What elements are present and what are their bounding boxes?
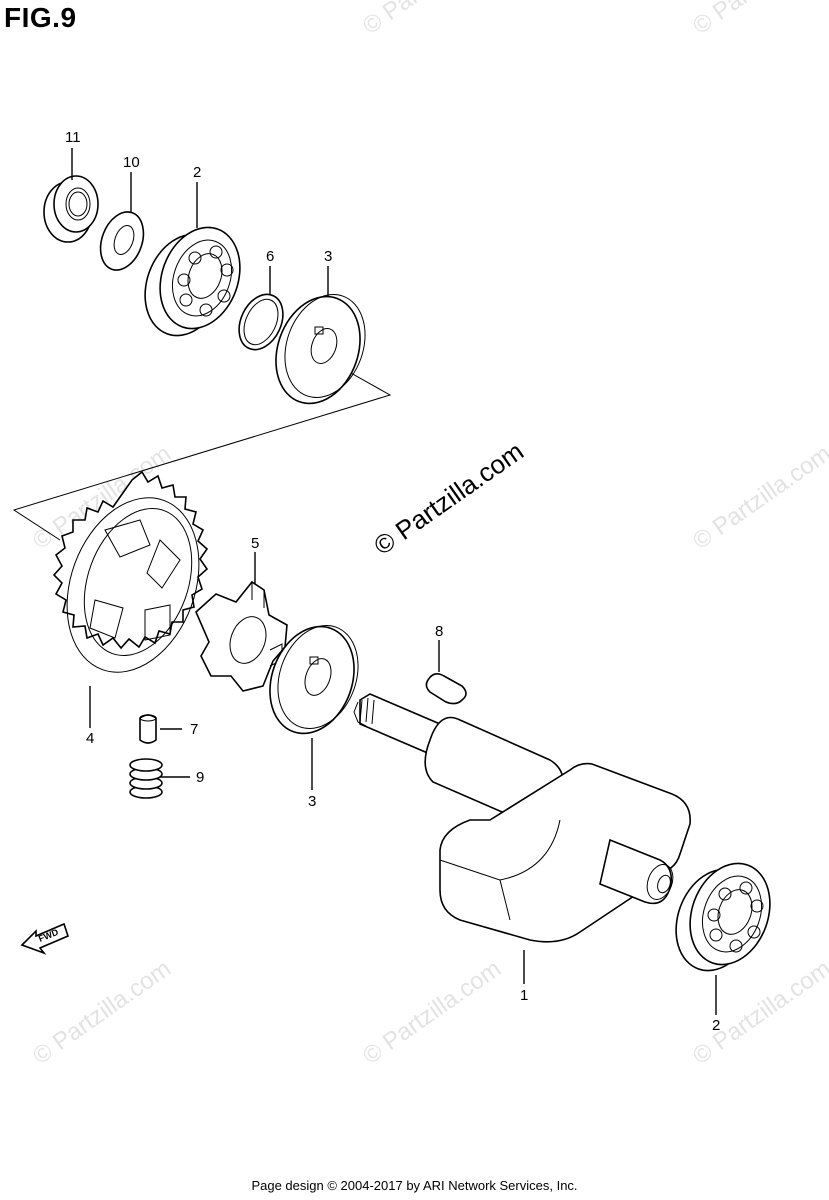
assembly-guide-lines (12, 367, 392, 541)
callout-5: 5 (251, 535, 259, 552)
callout-2: 2 (193, 164, 201, 181)
bearing-part-top (144, 226, 241, 337)
thrust-washer-part-bottom (269, 625, 359, 735)
o-ring-part (238, 293, 284, 351)
watermark: © Partzilla.com (358, 955, 506, 1070)
washer-part (99, 211, 145, 271)
callout-2: 2 (712, 1017, 720, 1034)
callout-labels: 11 10 2 6 3 5 8 7 4 9 3 1 2 (65, 129, 720, 1034)
watermark: © Partzilla.com (358, 0, 506, 40)
watermark: © Partzilla.com (688, 955, 829, 1070)
watermark: © Partzilla.com (28, 955, 176, 1070)
ratchet-part (195, 580, 288, 692)
figure-title: FIG.9 (4, 2, 77, 33)
watermark: © Partzilla.com (688, 0, 829, 40)
key-part (425, 672, 467, 705)
callout-8: 8 (435, 623, 443, 640)
pin-part (139, 714, 157, 744)
watermark: © Partzilla.com (688, 440, 829, 555)
kick-shaft-part (353, 693, 691, 943)
forward-arrow-icon: FWD (20, 922, 69, 955)
driven-gear-part (52, 470, 209, 673)
page-footer: Page design © 2004-2017 by ARI Network S… (251, 1178, 578, 1193)
leader-lines (71, 148, 717, 1015)
callout-11: 11 (65, 129, 81, 146)
callout-4: 4 (86, 730, 94, 747)
callout-3: 3 (324, 248, 332, 265)
callout-6: 6 (266, 248, 274, 265)
exploded-parts-diagram: © Partzilla.com © Partzilla.com © Partzi… (12, 0, 829, 1070)
callout-10: 10 (123, 154, 140, 171)
callout-1: 1 (520, 987, 528, 1004)
callout-7: 7 (190, 721, 198, 738)
thrust-washer-part-top (275, 294, 366, 405)
bearing-part-bottom (675, 862, 771, 972)
spring-part (129, 758, 163, 799)
nut-part (43, 175, 99, 243)
callout-3: 3 (308, 793, 316, 810)
watermark-main: © Partzilla.com (368, 436, 529, 561)
callout-9: 9 (196, 769, 204, 786)
